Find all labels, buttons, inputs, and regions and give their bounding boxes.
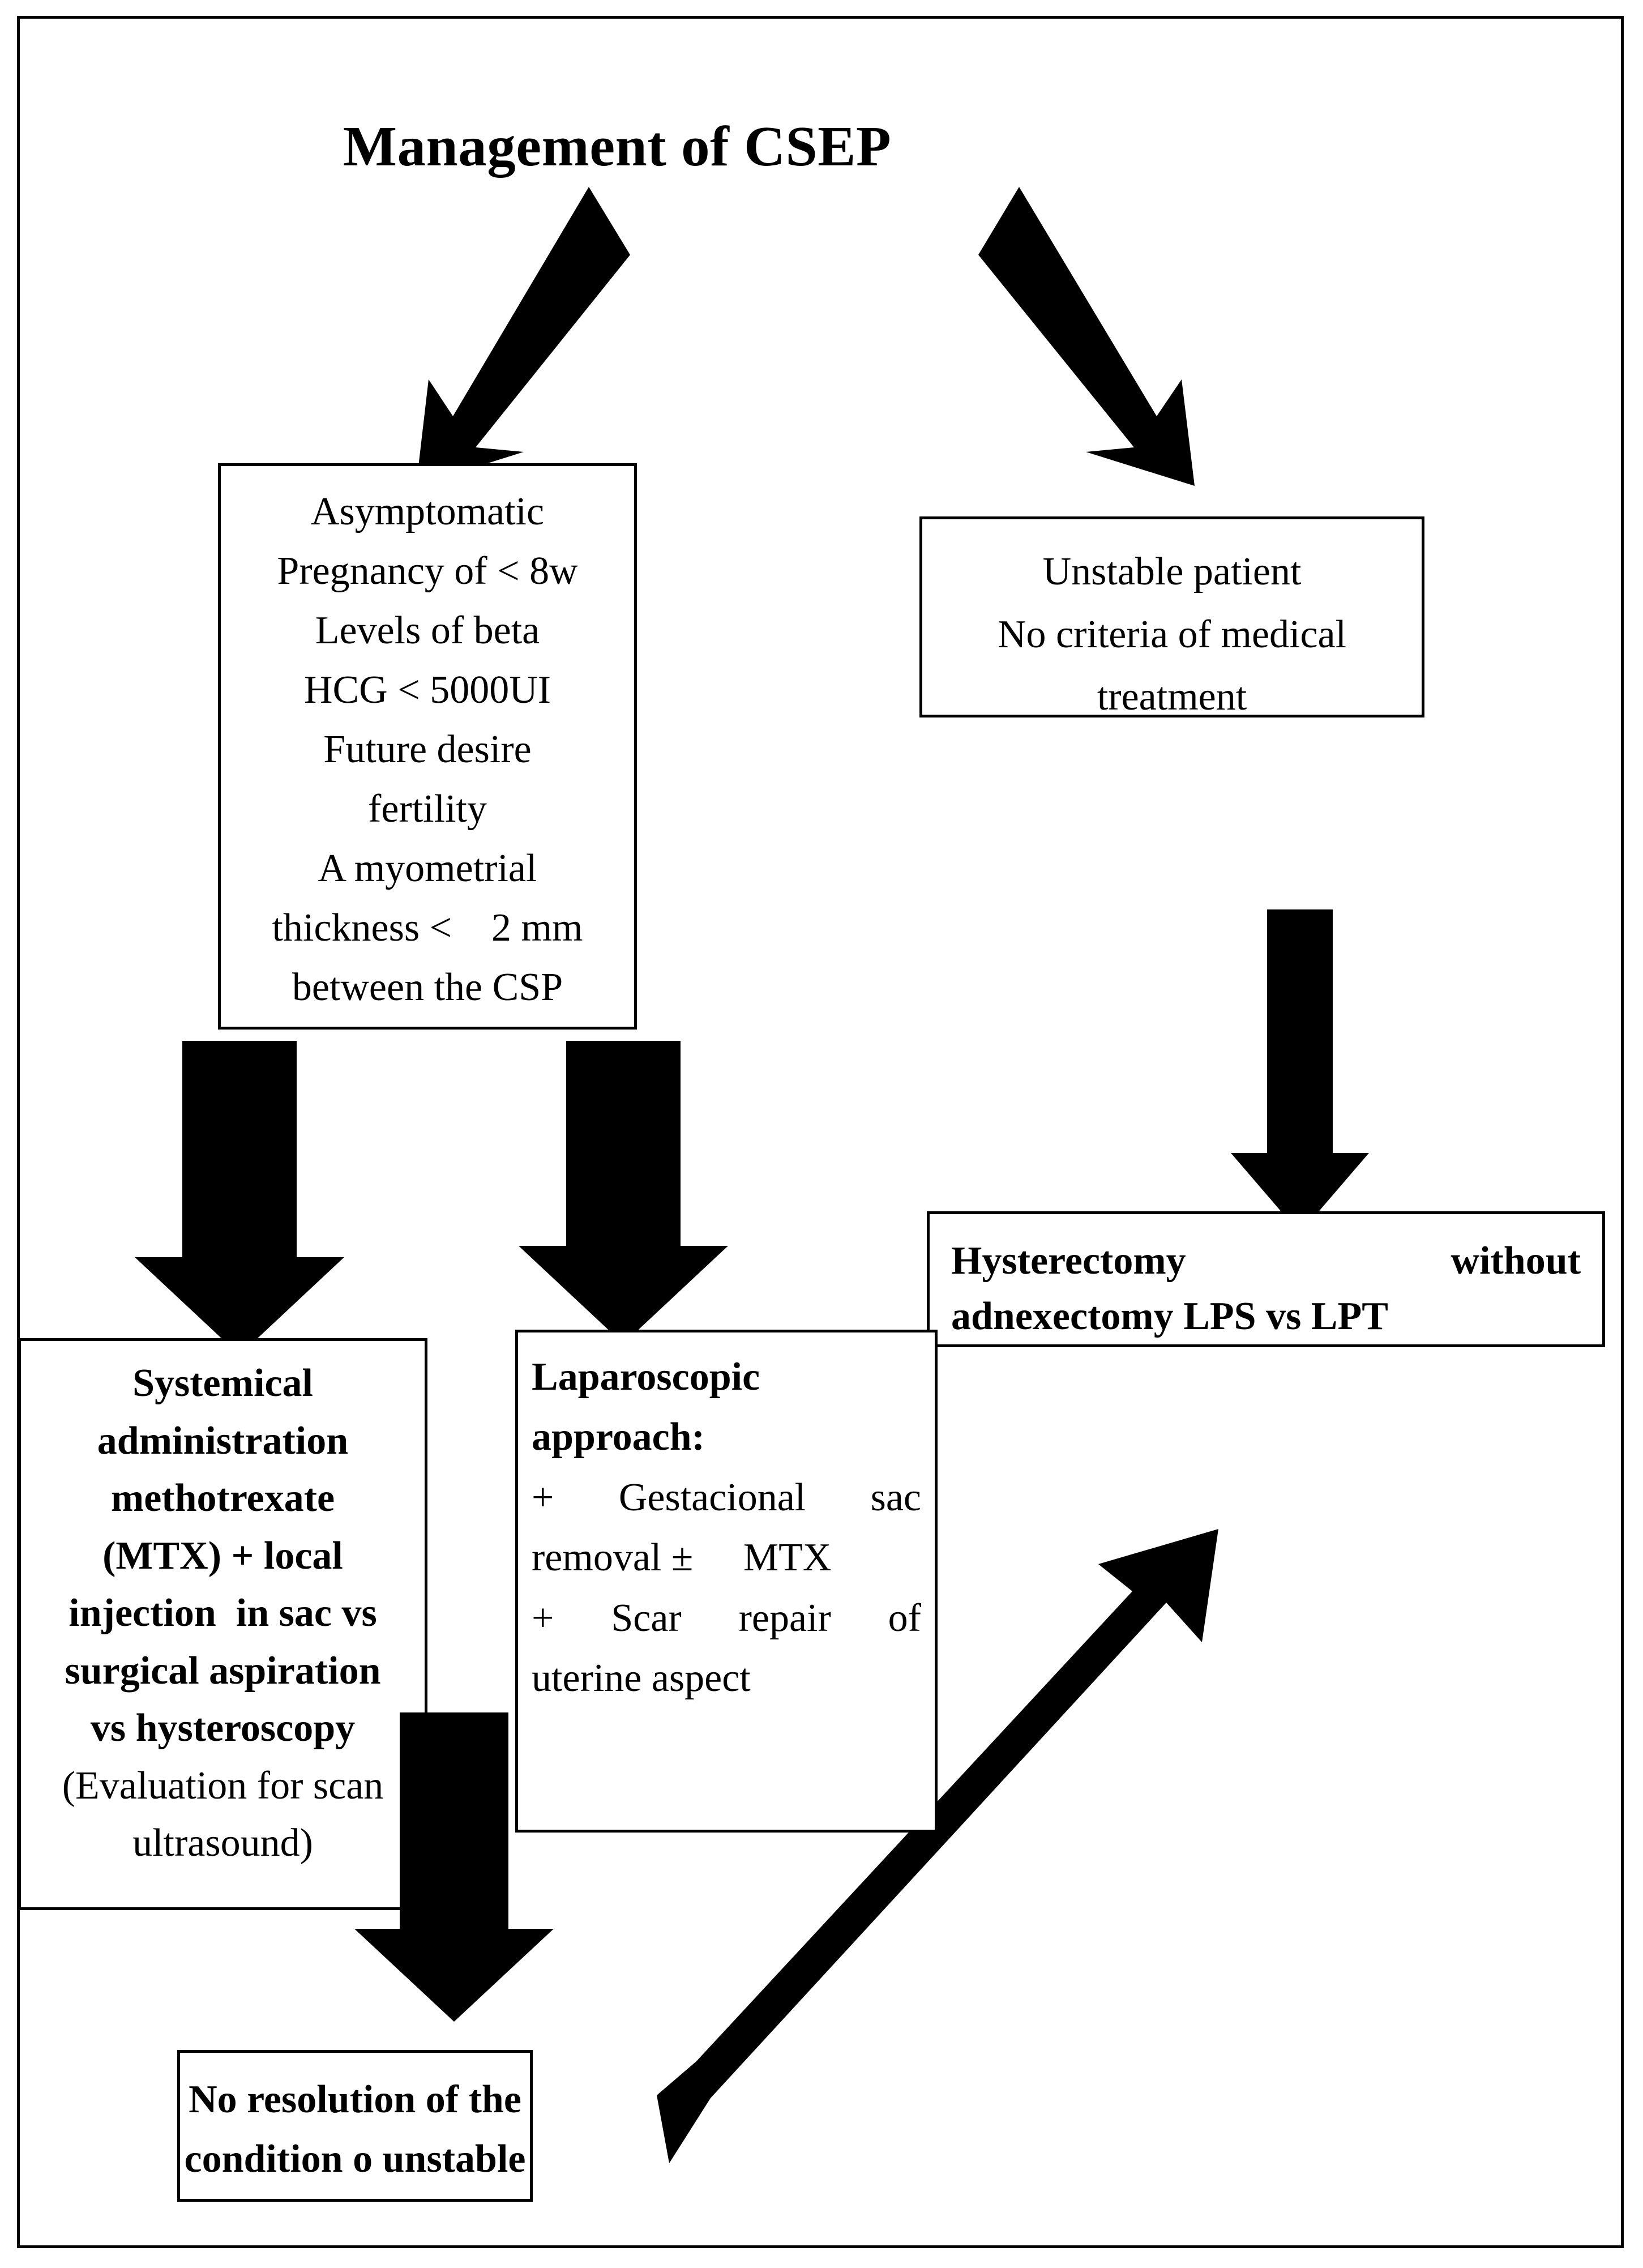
mtx-line-7: vs hysteroscopy <box>90 1706 356 1750</box>
criteria-box[interactable]: Asymptomatic Pregnancy of < 8w Levels of… <box>218 463 637 1030</box>
laparoscopic-item-2: removal ± MTX <box>532 1528 921 1588</box>
mtx-line-2: administration <box>97 1419 349 1463</box>
laparoscopic-item-3: + Scar repair of <box>532 1588 921 1648</box>
mtx-line-1: Systemical <box>132 1361 313 1405</box>
laparoscopic-item-2-b: MTX <box>743 1536 832 1580</box>
laparoscopic-item-3-a: + <box>532 1596 554 1640</box>
laparoscopic-item-1-a: + <box>532 1475 554 1519</box>
laparoscopic-item-1-b: Gestacional <box>618 1475 806 1519</box>
laparoscopic-heading-line-1: Laparoscopic <box>532 1355 760 1399</box>
mtx-line-4: (MTX) + local <box>102 1534 343 1578</box>
hysterectomy-line-1-left: Hysterectomy <box>951 1239 1186 1283</box>
noresolution-line-2: condition o unstable <box>184 2137 526 2181</box>
unstable-line-2: No criteria of medical <box>997 612 1347 656</box>
laparoscopic-heading-line-2: approach: <box>532 1415 705 1459</box>
noresolution-line-1: No resolution of the <box>189 2078 521 2121</box>
unstable-line-3: treatment <box>1097 675 1247 719</box>
no-resolution-box[interactable]: No resolution of the condition o unstabl… <box>177 2050 533 2202</box>
criteria-line-3: Levels of beta <box>315 609 540 652</box>
unstable-line-1: Unstable patient <box>1042 550 1302 593</box>
laparoscopic-box[interactable]: Laparoscopic approach: + Gestacional sac… <box>515 1330 938 1833</box>
outer-frame-border <box>17 16 1624 2248</box>
laparoscopic-item-4: uterine aspect <box>532 1656 751 1700</box>
hysterectomy-line-1: Hysterectomy without <box>951 1233 1581 1289</box>
laparoscopic-item-2-a: removal ± <box>532 1536 694 1580</box>
laparoscopic-item-1: + Gestacional sac <box>532 1468 921 1528</box>
mtx-line-6: surgical aspiration <box>65 1648 381 1693</box>
criteria-line-9: between the CSP <box>292 966 563 1009</box>
hysterectomy-line-2: adnexectomy LPS vs LPT <box>951 1295 1388 1338</box>
criteria-line-7: A myometrial <box>318 847 537 890</box>
laparoscopic-item-2-spacer <box>882 1528 921 1588</box>
laparoscopic-item-3-d: of <box>888 1596 921 1640</box>
criteria-line-2: Pregnancy of < 8w <box>277 549 578 593</box>
mtx-box[interactable]: Systemical administration methotrexate (… <box>18 1338 427 1910</box>
laparoscopic-item-1-c: sac <box>870 1475 921 1519</box>
mtx-line-9: ultrasound) <box>132 1821 313 1865</box>
laparoscopic-item-3-c: repair <box>738 1596 831 1640</box>
laparoscopic-item-3-b: Scar <box>611 1596 682 1640</box>
mtx-line-3: methotrexate <box>110 1476 335 1520</box>
criteria-line-1: Asymptomatic <box>310 490 545 533</box>
mtx-line-5: injection in sac vs <box>69 1591 377 1635</box>
criteria-line-5: Future desire <box>323 728 532 771</box>
mtx-line-8: (Evaluation for scan <box>62 1763 384 1808</box>
page-title: Management of CSEP <box>343 114 892 178</box>
criteria-line-8: thickness < 2 mm <box>272 906 583 950</box>
hysterectomy-line-1-right: without <box>1451 1239 1581 1283</box>
unstable-patient-box[interactable]: Unstable patient No criteria of medical … <box>919 516 1424 719</box>
hysterectomy-box[interactable]: Hysterectomy without adnexectomy LPS vs … <box>927 1211 1605 1347</box>
criteria-line-6: fertility <box>368 787 487 831</box>
criteria-line-4: HCG < 5000UI <box>303 668 551 712</box>
